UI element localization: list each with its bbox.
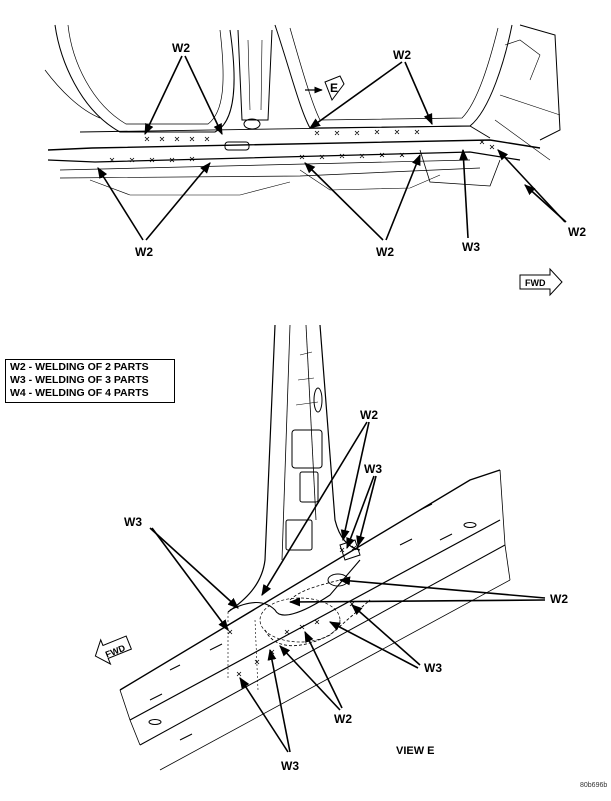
fwd-label-top: FWD	[525, 278, 546, 288]
fwd-arrow-top	[519, 267, 563, 297]
callout-w2-view-bottom: W2	[334, 712, 352, 726]
view-e-marker: E	[330, 81, 338, 95]
legend-w4: W4 - WELDING OF 4 PARTS	[10, 387, 149, 399]
view-e-label: VIEW E	[396, 745, 435, 757]
callout-w2-top-left: W2	[172, 41, 190, 55]
view-e-illustration	[119, 324, 511, 771]
callout-w3-view-bottom: W3	[281, 759, 299, 773]
callout-w3-top: W3	[462, 240, 480, 254]
top-callout-leaders	[97, 55, 567, 241]
view-e-callout-leaders	[149, 421, 546, 753]
callout-w3-view-left: W3	[124, 515, 142, 529]
callout-w2-right: W2	[568, 225, 586, 239]
fwd-arrow-view-e	[94, 635, 133, 666]
callout-w2-top-right: W2	[393, 48, 411, 62]
legend-w2: W2 - WELDING OF 2 PARTS	[10, 361, 149, 373]
callout-w2-view-right: W2	[550, 592, 568, 606]
top-illustration	[44, 24, 561, 196]
callout-w2-view-top: W2	[360, 408, 378, 422]
callout-w3-view-right: W3	[424, 661, 442, 675]
figure-id: 80b696b	[580, 782, 608, 789]
callout-w2-bottom-middle: W2	[376, 245, 394, 259]
weld-legend: W2 - WELDING OF 2 PARTS W3 - WELDING OF …	[5, 359, 175, 403]
legend-w3: W3 - WELDING OF 3 PARTS	[10, 374, 149, 386]
callout-w3-view-top: W3	[364, 462, 382, 476]
callout-w2-bottom-left: W2	[135, 245, 153, 259]
